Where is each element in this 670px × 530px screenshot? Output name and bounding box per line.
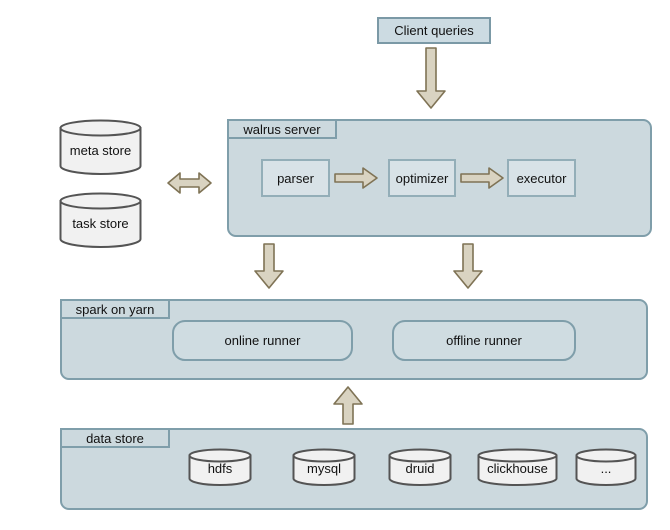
cylinder-icon [575,448,637,486]
cylinder-icon [477,448,558,486]
mysql-label: mysql [307,461,341,476]
walrus-server-tab: walrus server [227,119,337,139]
executor-label: executor [516,170,567,186]
online-runner-label: online runner [224,333,301,348]
task-store-label: task store [72,216,129,231]
walrus-server-label: walrus server [243,121,321,137]
spark-on-yarn-label: spark on yarn [75,301,155,317]
optimizer-label: optimizer [395,170,449,186]
meta-store-cylinder: meta store [59,119,142,175]
right-arrow-icon [334,167,378,189]
parser-node: parser [261,159,330,197]
offline-runner-node: offline runner [392,320,576,361]
druid-label: druid [405,461,435,476]
hdfs-label: hdfs [207,461,233,476]
offline-runner-label: offline runner [446,333,522,348]
parser-label: parser [277,170,314,186]
client-queries-node: Client queries [377,17,491,44]
down-arrow-icon [254,243,284,289]
druid-cylinder: druid [388,448,452,486]
online-runner-node: online runner [172,320,353,361]
task-store-cylinder: task store [59,192,142,248]
mysql-cylinder: mysql [292,448,356,486]
more-databases-cylinder: ... [575,448,637,486]
cylinder-icon [188,448,252,486]
executor-node: executor [507,159,576,197]
cylinder-icon [292,448,356,486]
left-right-arrow-icon [167,172,212,194]
right-arrow-icon [460,167,504,189]
down-arrow-icon [453,243,483,289]
down-arrow-icon [416,47,446,109]
cylinder-icon [388,448,452,486]
client-queries-label: Client queries [394,23,474,38]
meta-store-label: meta store [69,143,132,158]
cylinder-icon [59,192,142,248]
more-databases-label: ... [600,461,612,476]
cylinder-icon [59,119,142,175]
up-arrow-icon [333,386,363,425]
data-store-label: data store [86,430,144,446]
optimizer-node: optimizer [388,159,456,197]
clickhouse-label: clickhouse [487,461,548,476]
hdfs-cylinder: hdfs [188,448,252,486]
clickhouse-cylinder: clickhouse [477,448,558,486]
data-store-tab: data store [60,428,170,448]
spark-on-yarn-tab: spark on yarn [60,299,170,319]
